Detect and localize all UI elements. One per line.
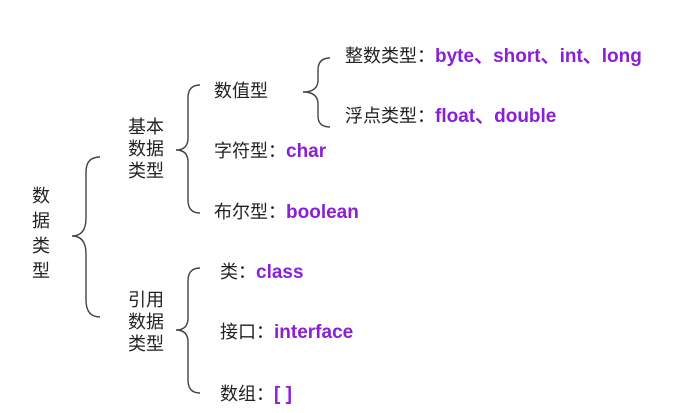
interface-type-row: 接口：interface [220, 322, 354, 343]
char-type-value: char [286, 141, 327, 162]
reference-types-label: 引用 数据 类型 [128, 290, 164, 355]
float-type-row: 浮点类型：float、double [345, 106, 557, 127]
class-type-value: class [256, 262, 304, 283]
bool-type-row: 布尔型：boolean [214, 202, 359, 223]
float-type-label: 浮点类型： [345, 106, 435, 127]
array-type-value: [ ] [274, 384, 292, 405]
numeric-brace [302, 57, 331, 128]
array-type-label: 数组： [220, 384, 274, 405]
integer-type-values: byte、short、int、long [435, 46, 642, 67]
bool-type-value: boolean [286, 202, 359, 223]
interface-type-label: 接口： [220, 322, 274, 343]
class-type-label: 类： [220, 262, 256, 283]
reference-brace [175, 267, 201, 394]
root-label: 数 据 类 型 [32, 186, 50, 282]
class-type-row: 类：class [220, 262, 304, 283]
numeric-type-label: 数值型 [214, 81, 268, 102]
basic-types-label: 基本 数据 类型 [128, 117, 164, 182]
root-brace [71, 156, 101, 318]
array-type-row: 数组：[ ] [220, 384, 292, 405]
basic-brace [175, 84, 201, 214]
float-type-values: float、double [435, 106, 557, 127]
bool-type-label: 布尔型： [214, 202, 286, 223]
integer-type-label: 整数类型： [345, 46, 435, 67]
char-type-label: 字符型： [214, 141, 286, 162]
interface-type-value: interface [274, 322, 354, 343]
char-type-row: 字符型：char [214, 141, 327, 162]
integer-type-row: 整数类型：byte、short、int、long [345, 46, 642, 67]
